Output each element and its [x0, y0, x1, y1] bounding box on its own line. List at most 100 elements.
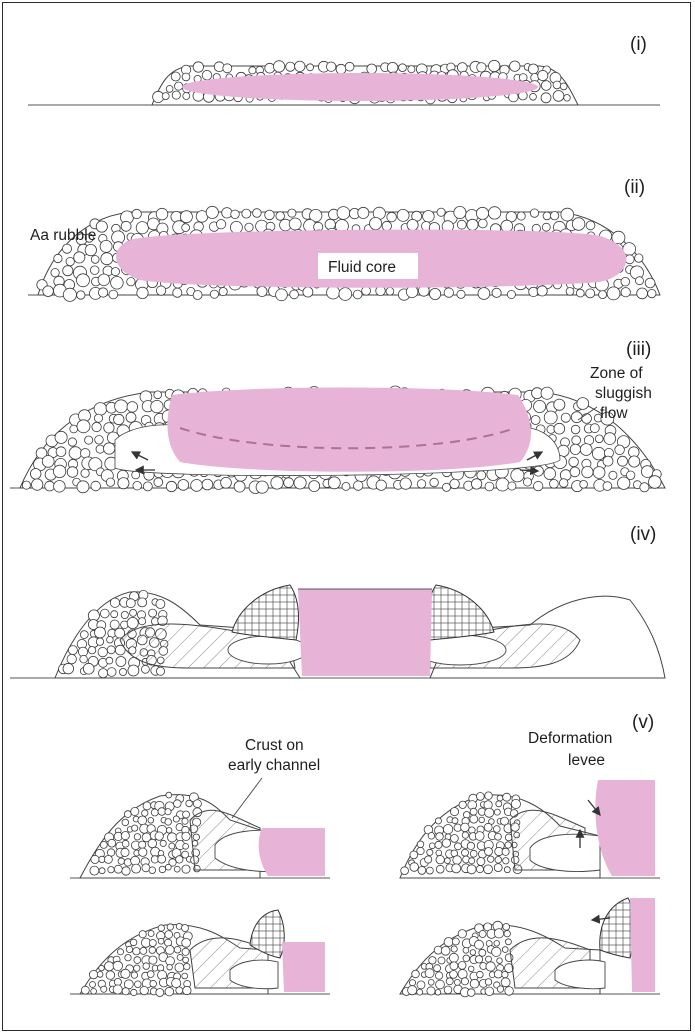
- rubble-clast: [410, 851, 418, 859]
- rubble-clast: [42, 456, 54, 468]
- rubble-clast: [63, 663, 74, 674]
- stage-v-d: [400, 898, 660, 997]
- rubble-clast: [564, 95, 571, 102]
- rubble-clast: [110, 598, 119, 607]
- rubble-clast: [502, 971, 508, 977]
- rubble-clast: [640, 483, 649, 492]
- rubble-clast: [528, 64, 538, 74]
- rubble-clast: [54, 254, 62, 262]
- rubble-clast: [486, 956, 492, 962]
- rubble-clast: [107, 668, 116, 677]
- rubble-clast: [98, 288, 107, 297]
- rubble-clast: [165, 864, 171, 870]
- rubble-clast: [99, 868, 105, 874]
- rubble-clast: [570, 444, 580, 454]
- rubble-clast: [407, 219, 418, 230]
- rubble-clast: [470, 815, 478, 823]
- rubble-clast: [174, 866, 180, 872]
- rubble-clast: [143, 482, 152, 491]
- rubble-clast: [193, 62, 203, 72]
- rubble-clast: [133, 948, 140, 955]
- rubble-clast: [160, 840, 166, 846]
- rubble-clast: [582, 466, 593, 477]
- rubble-clast: [100, 240, 112, 252]
- rubble-clast: [223, 64, 232, 73]
- rubble-clast: [444, 288, 453, 297]
- rubble-clast: [467, 219, 478, 230]
- rubble-clast: [571, 412, 582, 423]
- rubble-clast: [88, 647, 95, 654]
- rubble-clast: [91, 481, 101, 491]
- rubble-clast: [412, 970, 420, 978]
- rubble-clast: [580, 480, 588, 488]
- rubble-clast: [453, 856, 462, 865]
- rubble-clast: [253, 209, 262, 218]
- rubble-clast: [325, 219, 335, 229]
- rubble-clast: [96, 221, 107, 232]
- rubble-clast: [89, 970, 97, 978]
- rubble-clast: [592, 447, 605, 460]
- rubble-clast: [470, 950, 476, 956]
- rubble-clast: [387, 212, 397, 222]
- rubble-clast: [470, 979, 479, 988]
- rubble-clast: [101, 253, 113, 265]
- crust-leader-line: [232, 778, 262, 818]
- rubble-clast: [108, 867, 114, 873]
- rubble-clast: [119, 668, 126, 675]
- rubble-clast: [182, 938, 191, 947]
- rubble-clast: [485, 848, 493, 856]
- rubble-clast: [290, 290, 299, 299]
- rubble-clast: [138, 816, 147, 825]
- rubble-clast: [184, 963, 190, 969]
- rubble-clast: [165, 819, 172, 826]
- rubble-clast: [245, 223, 253, 231]
- rubble-clast: [265, 210, 275, 220]
- rubble-clast: [132, 864, 141, 873]
- rubble-clast: [165, 987, 174, 996]
- rubble-clast: [479, 817, 485, 823]
- rubble-clast: [428, 979, 434, 985]
- rubble-clast: [104, 443, 115, 454]
- rubble-clast: [158, 925, 164, 931]
- rubble-clast: [149, 867, 156, 874]
- rubble-clast: [502, 947, 508, 953]
- rubble-clast: [138, 598, 147, 607]
- rubble-clast: [452, 818, 458, 824]
- rubble-clast: [121, 848, 129, 856]
- rubble-clast: [541, 81, 551, 91]
- panel-iv: (iv): [10, 524, 665, 678]
- rubble-clast: [173, 288, 182, 297]
- rubble-clast: [445, 858, 451, 864]
- rubble-clast: [149, 947, 156, 954]
- rubble-clast: [167, 924, 173, 930]
- rubble-clast: [470, 850, 477, 857]
- rubble-clast: [463, 955, 470, 962]
- rubble-clast: [183, 843, 189, 849]
- panel-ii: Fluid core Aa rubble (ii): [28, 177, 660, 301]
- rubble-clast: [284, 478, 294, 488]
- rubble-clast: [183, 986, 191, 994]
- rubble-clast: [485, 987, 494, 996]
- rubble-clast: [106, 971, 115, 980]
- rubble-clast: [166, 86, 173, 93]
- rubble-clast: [397, 209, 409, 221]
- rubble-clast: [156, 286, 165, 295]
- rubble-clast: [242, 209, 251, 218]
- panel-label-i: (i): [630, 34, 647, 55]
- rubble-clast: [354, 481, 363, 490]
- rubble-clast: [441, 946, 450, 955]
- rubble-clast: [470, 808, 477, 815]
- rubble-clast: [494, 864, 502, 872]
- rubble-clast: [494, 929, 503, 938]
- rubble-clast: [127, 278, 135, 286]
- rubble-clast: [100, 841, 107, 848]
- rubble-clast: [97, 972, 103, 978]
- panel-label-iv: (iv): [630, 524, 656, 545]
- rubble-clast: [495, 833, 502, 840]
- rubble-clast: [505, 939, 511, 945]
- fluid-v-d: [630, 898, 655, 992]
- crust-levee-v-d: [600, 898, 635, 958]
- rubble-clast: [462, 832, 468, 838]
- rubble-clast: [91, 855, 99, 863]
